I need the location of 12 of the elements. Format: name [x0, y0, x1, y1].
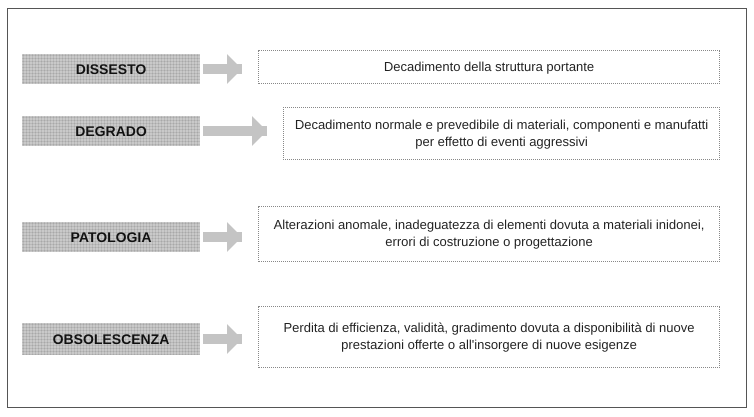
arrow: [203, 116, 267, 146]
definition-box: Decadimento normale e prevedibile di materiali, componenti e manufatti per effetto di eventi aggressivi: [283, 107, 720, 160]
term-box: OBSOLESCENZA: [22, 323, 200, 355]
definition-box: Perdita di efficienza, validità, gradimento dovuta a disponibilità di nuove prestazioni offerte o all'insorgere di nuove esigenze: [258, 306, 720, 368]
term-box: PATOLOGIA: [22, 222, 200, 252]
arrow: [203, 222, 242, 252]
arrow: [203, 324, 242, 354]
definition-box: Decadimento della struttura portante: [258, 50, 720, 84]
arrow: [203, 54, 242, 84]
term-box: DISSESTO: [22, 54, 200, 84]
definition-box: Alterazioni anomale, inadeguatezza di elementi dovuta a materiali inidonei, errori di costruzione o progettazione: [258, 206, 720, 262]
term-box: DEGRADO: [22, 116, 200, 146]
